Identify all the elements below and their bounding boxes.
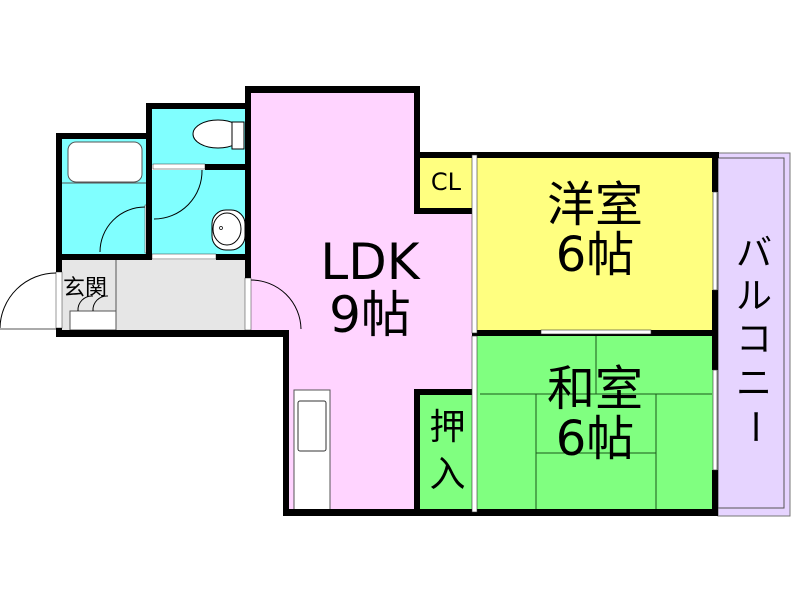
bathtub-icon xyxy=(67,141,143,183)
ldk-name: LDK xyxy=(320,233,420,291)
closet-cl xyxy=(417,155,475,213)
ldk-label: LDK 9帖 xyxy=(300,236,440,341)
oshiire-label: 押 入 xyxy=(429,407,466,495)
western-room-label: 洋室 6帖 xyxy=(500,180,690,281)
bath-door-icon xyxy=(99,206,146,253)
japanese-room-label: 和室 6帖 xyxy=(500,364,690,465)
japanese-room-name: 和室 xyxy=(546,361,643,417)
sink-icon xyxy=(211,209,246,251)
japanese-room xyxy=(475,333,715,513)
ldk-size: 9帖 xyxy=(329,285,411,344)
entrance-door-icon xyxy=(0,272,57,329)
closet-label: CL xyxy=(430,168,462,196)
tatami-lines xyxy=(480,336,712,510)
windows xyxy=(471,154,718,513)
balcony-label: バ ル コ ニ ー xyxy=(733,233,775,445)
shoe-box xyxy=(69,310,117,331)
balcony xyxy=(717,152,791,517)
entrance-label: 玄関 xyxy=(63,276,108,301)
ldk-door-icon xyxy=(250,279,302,330)
kitchen-sink-icon xyxy=(297,400,327,452)
western-room-name: 洋室 xyxy=(546,177,643,233)
toilet-icon xyxy=(192,119,245,150)
western-room xyxy=(475,155,715,333)
oshiire-closet xyxy=(417,392,475,513)
western-room-size: 6帖 xyxy=(555,227,635,284)
japanese-room-size: 6帖 xyxy=(555,411,635,468)
toilet-door-icon xyxy=(153,169,203,220)
